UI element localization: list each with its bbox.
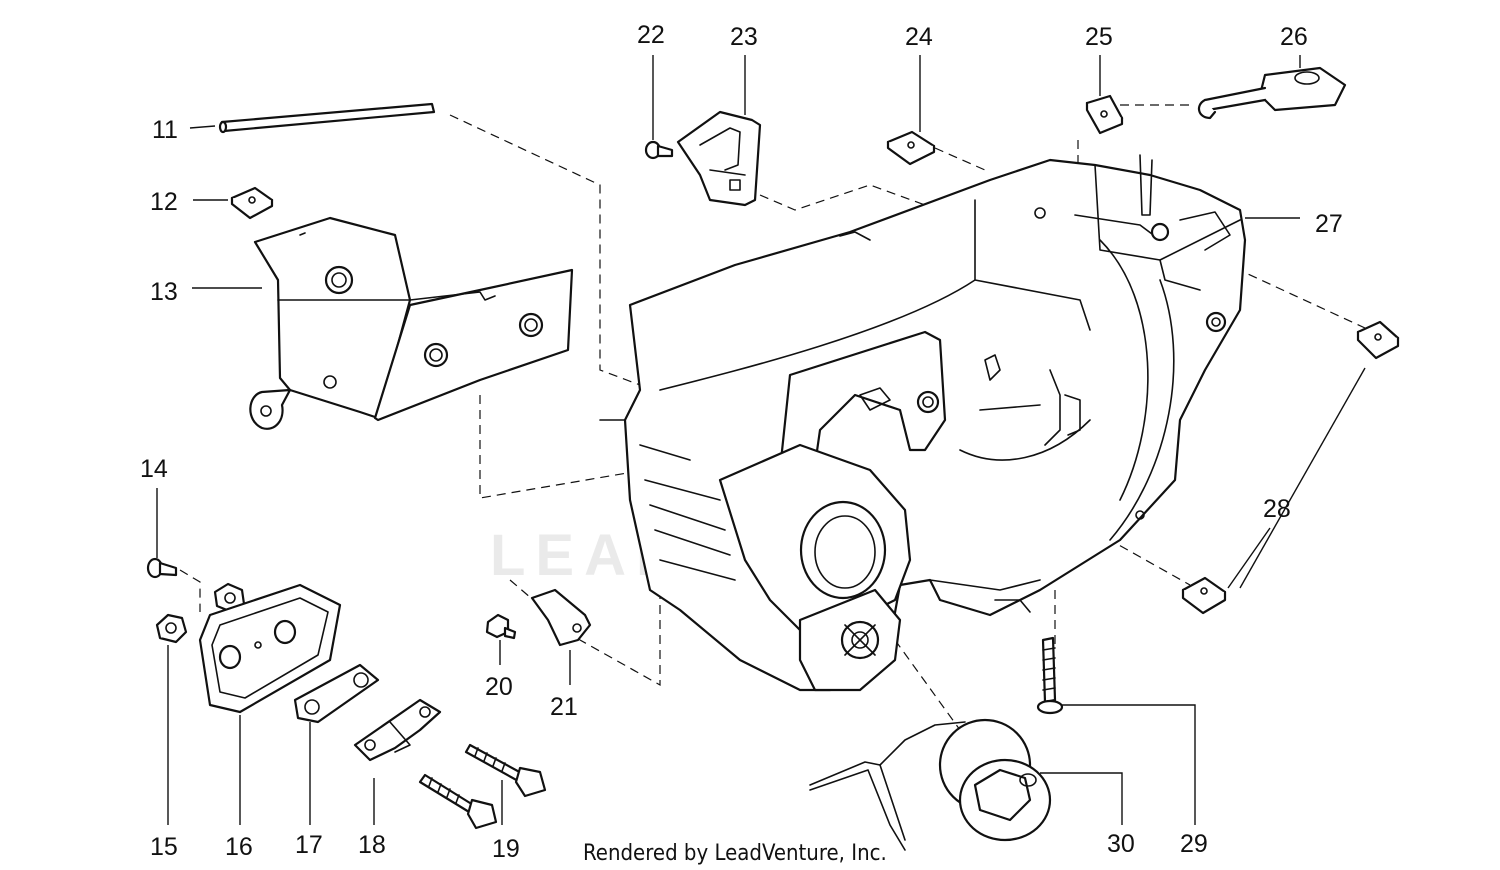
callout-22: 22 bbox=[637, 21, 665, 49]
part-18-bracket bbox=[353, 698, 442, 762]
part-15-nut-lower bbox=[155, 613, 188, 644]
part-19-bolt-upper bbox=[464, 743, 547, 798]
part-20-screw bbox=[485, 613, 517, 640]
crankcase-housing bbox=[599, 154, 1247, 692]
part-22-screw bbox=[644, 140, 674, 160]
callout-18: 18 bbox=[358, 831, 386, 859]
callout-28: 28 bbox=[1263, 495, 1291, 523]
callout-16: 16 bbox=[225, 833, 253, 861]
part-16-side-plate bbox=[198, 583, 342, 714]
callout-26: 26 bbox=[1280, 23, 1308, 51]
callout-17: 17 bbox=[295, 831, 323, 859]
part-13-heat-shield bbox=[249, 216, 574, 430]
callout-20: 20 bbox=[485, 673, 513, 701]
part-21-chain-catcher bbox=[530, 588, 592, 647]
callout-13: 13 bbox=[150, 278, 178, 306]
callout-23: 23 bbox=[730, 23, 758, 51]
callout-19: 19 bbox=[492, 835, 520, 863]
part-25-clip-nut bbox=[1085, 94, 1124, 135]
part-11-rod bbox=[218, 102, 436, 134]
callout-25: 25 bbox=[1085, 23, 1113, 51]
callout-12: 12 bbox=[150, 188, 178, 216]
render-credit: Rendered by LeadVenture, Inc. bbox=[583, 841, 887, 866]
part-14-screw bbox=[146, 557, 178, 579]
part-24-clip-nut bbox=[886, 130, 936, 166]
callout-30: 30 bbox=[1107, 830, 1135, 858]
part-28-clip-nut-upper bbox=[1356, 320, 1400, 360]
part-12-clip-nut bbox=[230, 186, 274, 220]
part-28-clip-nut-lower bbox=[1181, 576, 1227, 615]
callout-24: 24 bbox=[905, 23, 933, 51]
part-23-bracket bbox=[676, 110, 762, 207]
callout-27: 27 bbox=[1315, 210, 1343, 238]
callouts: 11 12 13 14 15 16 17 18 19 20 21 22 23 2… bbox=[140, 21, 1343, 863]
part-19-bolt-lower bbox=[418, 773, 498, 830]
leader-lines bbox=[156, 55, 1366, 825]
callout-11: 11 bbox=[152, 116, 178, 144]
callout-29: 29 bbox=[1180, 830, 1208, 858]
part-17-plate bbox=[293, 663, 380, 724]
part-30-cap bbox=[809, 718, 1052, 851]
part-29-screw bbox=[1036, 636, 1064, 715]
callout-15: 15 bbox=[150, 833, 178, 861]
callout-21: 21 bbox=[550, 693, 578, 721]
part-26-lever bbox=[1197, 66, 1347, 120]
callout-14: 14 bbox=[140, 455, 168, 483]
